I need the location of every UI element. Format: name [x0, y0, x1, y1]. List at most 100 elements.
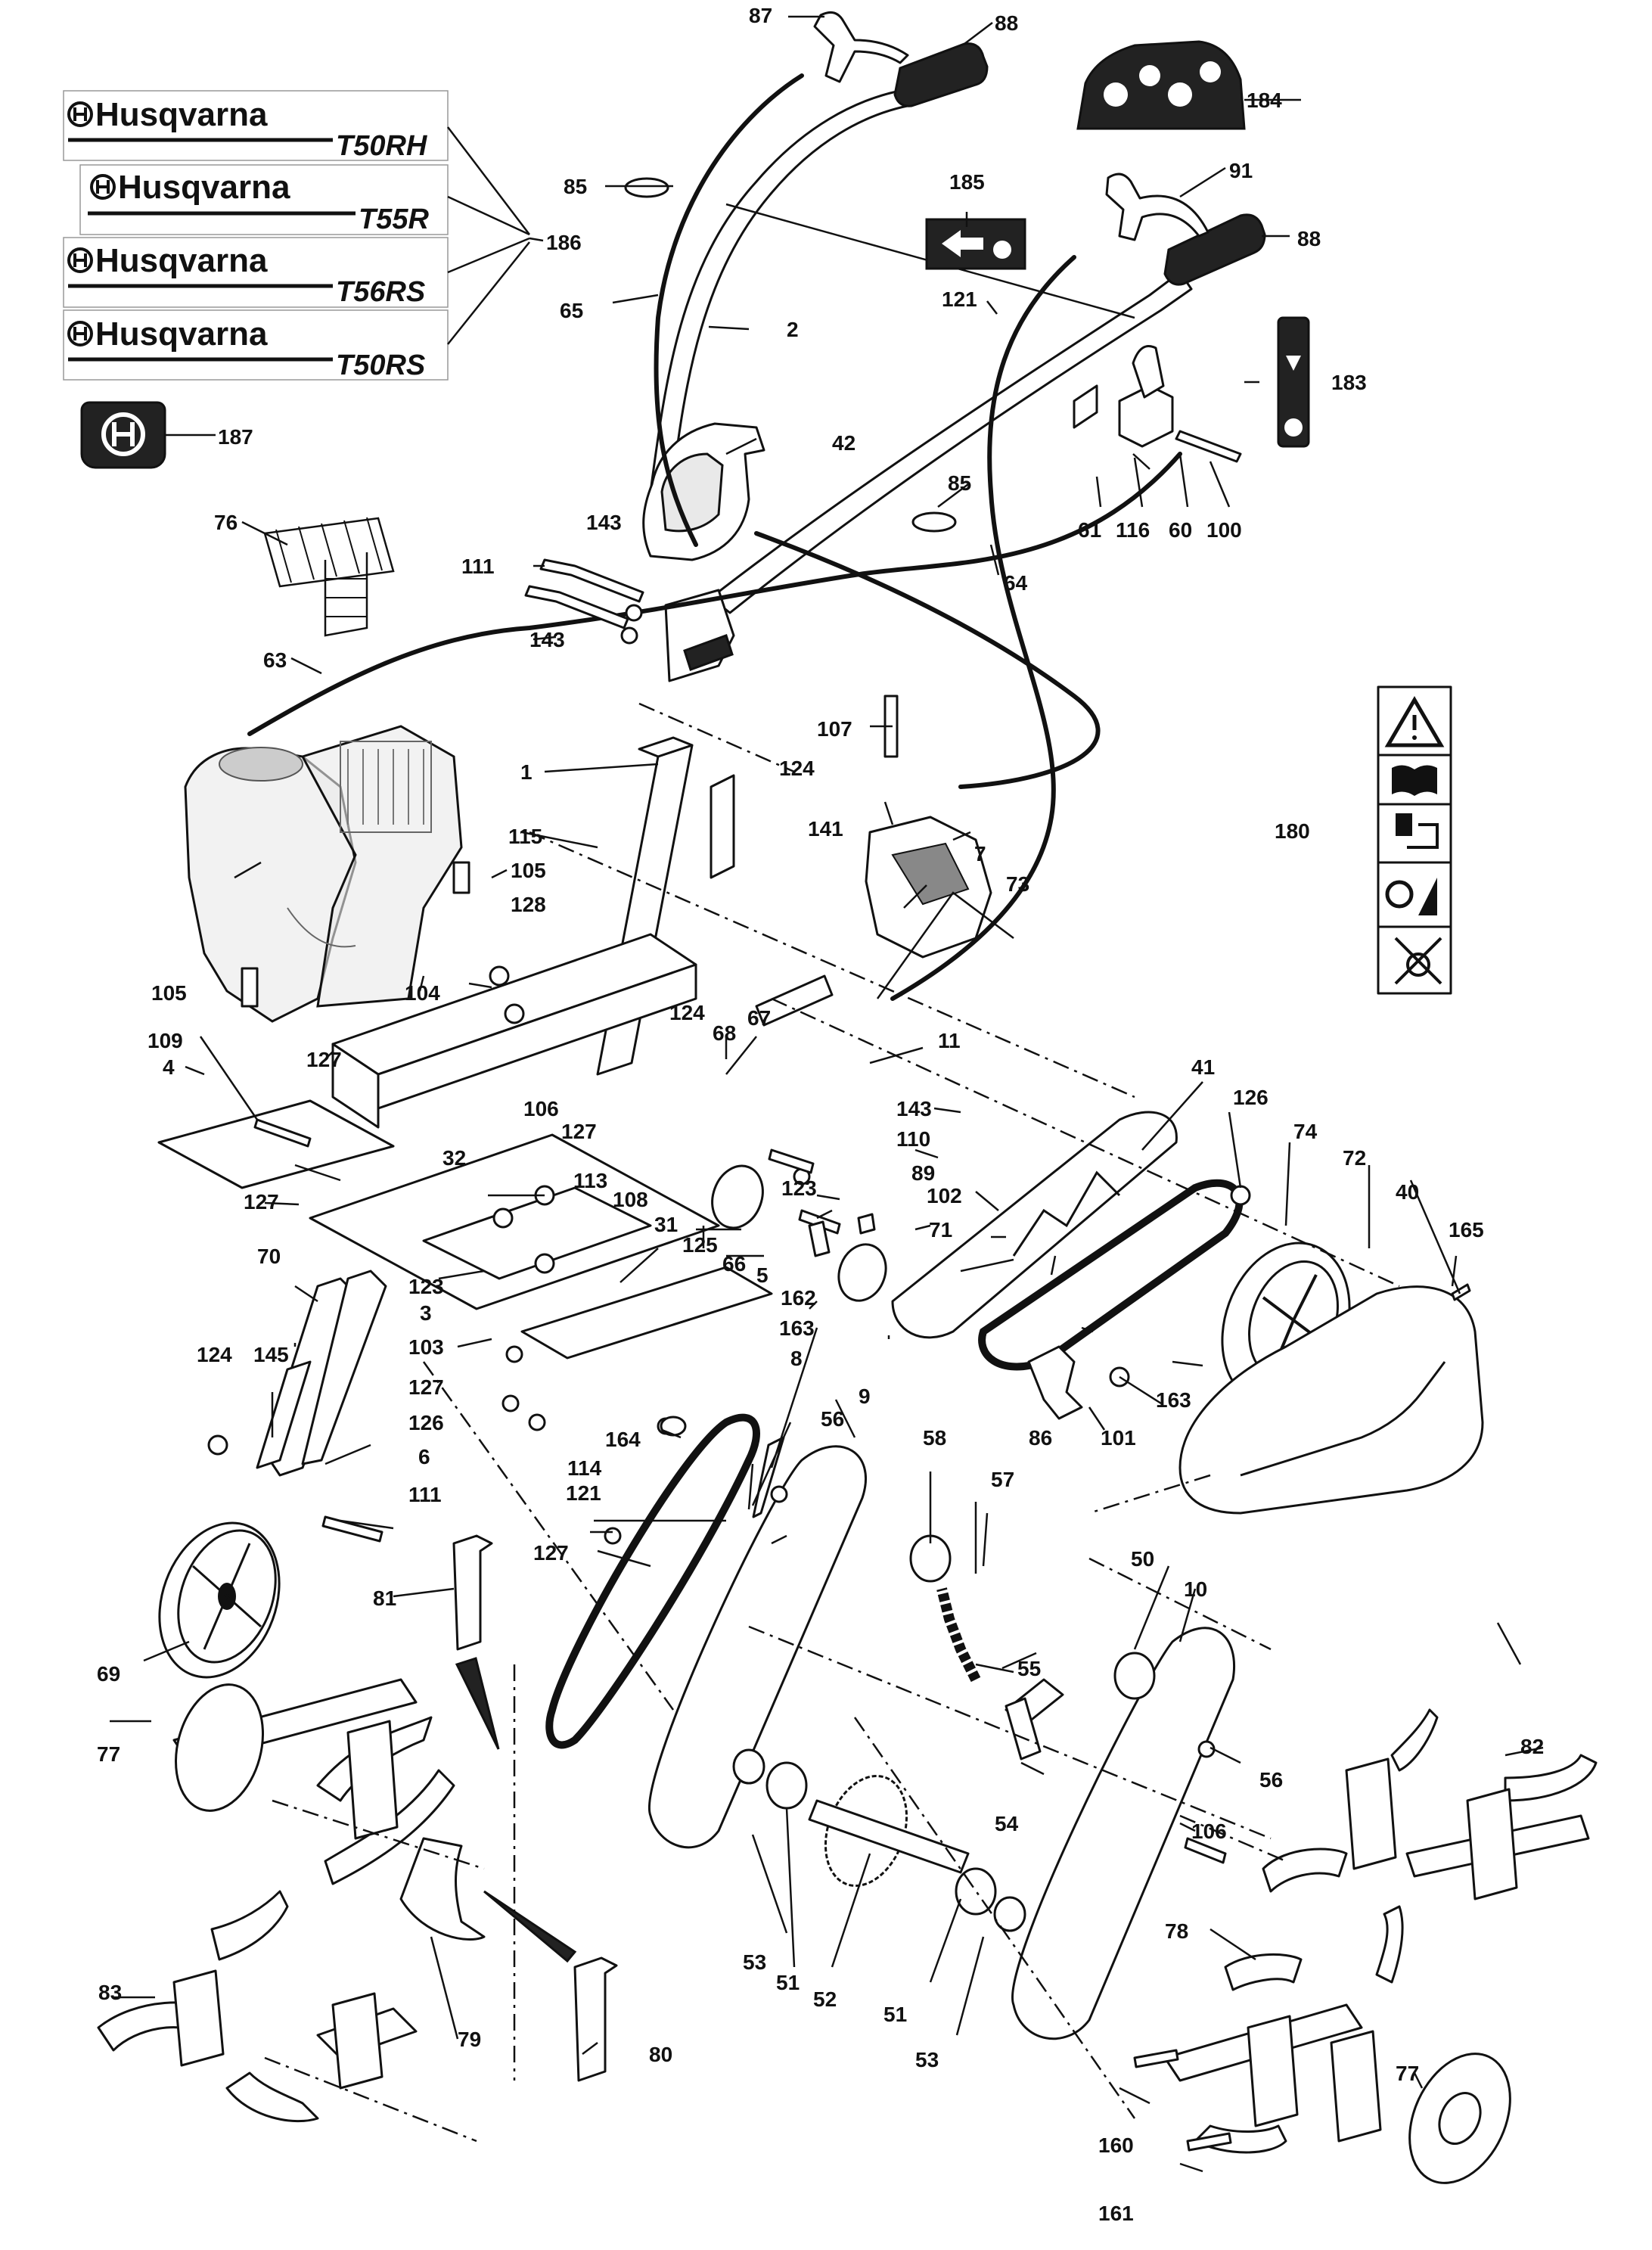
- callout: 145: [253, 1343, 289, 1366]
- callout: 57: [991, 1468, 1014, 1491]
- callout: 107: [817, 717, 852, 741]
- callout: 79: [458, 2028, 481, 2051]
- decal-model: T56RS: [336, 276, 425, 308]
- callout: 53: [743, 1950, 766, 1974]
- belt-cover-41: [891, 1111, 1178, 1339]
- callout: 123: [781, 1176, 817, 1200]
- callout: 180: [1275, 819, 1310, 843]
- decal-model: T55R: [359, 204, 429, 235]
- decal-brand: Husqvarna: [118, 169, 290, 206]
- guard-76: [263, 517, 395, 637]
- seal-53: [732, 1748, 765, 1785]
- callout: 121: [566, 1481, 601, 1505]
- callout: 183: [1331, 371, 1367, 394]
- callout: 88: [1297, 227, 1321, 250]
- callout: 110: [896, 1127, 930, 1151]
- callout: 72: [1343, 1146, 1366, 1170]
- callout: 89: [911, 1161, 935, 1185]
- callout: 165: [1449, 1218, 1484, 1242]
- callout: 7: [974, 842, 986, 866]
- throttle-cable: [754, 531, 1101, 789]
- handlebar-assembly: [642, 11, 1266, 682]
- callout: 31: [654, 1213, 678, 1236]
- callout: 127: [244, 1190, 279, 1214]
- cable-65: [654, 73, 804, 547]
- callout: 52: [813, 1987, 837, 2011]
- callout: 163: [779, 1316, 815, 1340]
- callout: 88: [995, 11, 1018, 35]
- callout: 32: [442, 1146, 466, 1170]
- callout: 161: [1098, 2202, 1134, 2225]
- pulley-66: [711, 1164, 764, 1229]
- callout: 58: [923, 1426, 946, 1450]
- callout: 111: [408, 1483, 442, 1506]
- callout: 9: [859, 1384, 871, 1408]
- callout: 1: [520, 760, 533, 784]
- hose-clamp: [911, 511, 957, 533]
- callout: 101: [1101, 1426, 1136, 1450]
- handle-grip-left: [893, 42, 989, 107]
- decal-t56rs: Husqvarna T56RS: [63, 237, 449, 308]
- idler-86: [1027, 1345, 1083, 1420]
- callout: 5: [756, 1263, 769, 1287]
- callout: 127: [408, 1375, 444, 1399]
- decal-180-safety: [1377, 685, 1452, 995]
- seal-53b: [993, 1896, 1026, 1932]
- tine-assembly-lower-right: [1163, 1905, 1404, 2154]
- callout: 4: [163, 1055, 175, 1079]
- callout: 143: [586, 511, 622, 534]
- decal-t50rs: Husqvarna T50RS: [63, 309, 449, 381]
- callout: 83: [98, 1981, 122, 2004]
- callout: 56: [1259, 1768, 1283, 1792]
- callout: 128: [511, 893, 546, 916]
- callout: 164: [605, 1428, 641, 1451]
- decal-brand: Husqvarna: [95, 315, 268, 353]
- callout: 125: [682, 1233, 718, 1257]
- callout: 143: [529, 628, 565, 651]
- callout: 3: [420, 1301, 432, 1325]
- callout: 51: [776, 1971, 800, 1994]
- callout: 160: [1098, 2133, 1134, 2157]
- callout: 10: [1184, 1577, 1207, 1601]
- tine-plate-81: [452, 1534, 493, 1651]
- callout: 70: [257, 1245, 281, 1268]
- husqvarna-logo-icon: [67, 247, 93, 273]
- callout: 2: [787, 318, 799, 341]
- callout: 53: [915, 2048, 939, 2071]
- callout: 124: [669, 1001, 705, 1024]
- callout: 102: [927, 1184, 962, 1207]
- callout: 163: [1156, 1388, 1191, 1412]
- callout: 121: [942, 287, 977, 311]
- bearing-51b: [955, 1867, 997, 1916]
- tines-hazard-icon: [1385, 878, 1437, 915]
- callout: 127: [533, 1541, 569, 1565]
- callout: 103: [408, 1335, 444, 1359]
- callout: 100: [1206, 518, 1242, 542]
- callout: 127: [306, 1048, 342, 1071]
- callout: 6: [418, 1445, 430, 1468]
- callout: 50: [1131, 1547, 1154, 1571]
- cable-63: [247, 452, 1182, 736]
- husqvarna-logo-icon: [67, 321, 93, 347]
- callout: 185: [949, 170, 985, 194]
- callout: 105: [511, 859, 546, 882]
- tine-assembly-right: [1262, 1708, 1598, 1900]
- callout: 126: [1233, 1086, 1268, 1109]
- side-disc-77: [174, 1683, 265, 1812]
- wheel-bracket: [256, 1270, 387, 1477]
- callout: 143: [896, 1097, 932, 1120]
- callout: 71: [929, 1218, 952, 1242]
- callout: 127: [561, 1120, 597, 1143]
- callout: 124: [779, 757, 815, 780]
- fuel-icon: [1396, 813, 1439, 849]
- callout: 104: [405, 981, 440, 1005]
- callout: 67: [747, 1006, 771, 1030]
- decal-185-direction: [925, 218, 1026, 270]
- decal-model: T50RS: [336, 350, 425, 381]
- clutch-lever-87: [813, 11, 909, 83]
- husqvarna-badge-icon: [80, 401, 166, 469]
- decal-brand: Husqvarna: [95, 96, 268, 133]
- callout: 85: [948, 471, 971, 495]
- husqvarna-logo-icon: [90, 174, 116, 200]
